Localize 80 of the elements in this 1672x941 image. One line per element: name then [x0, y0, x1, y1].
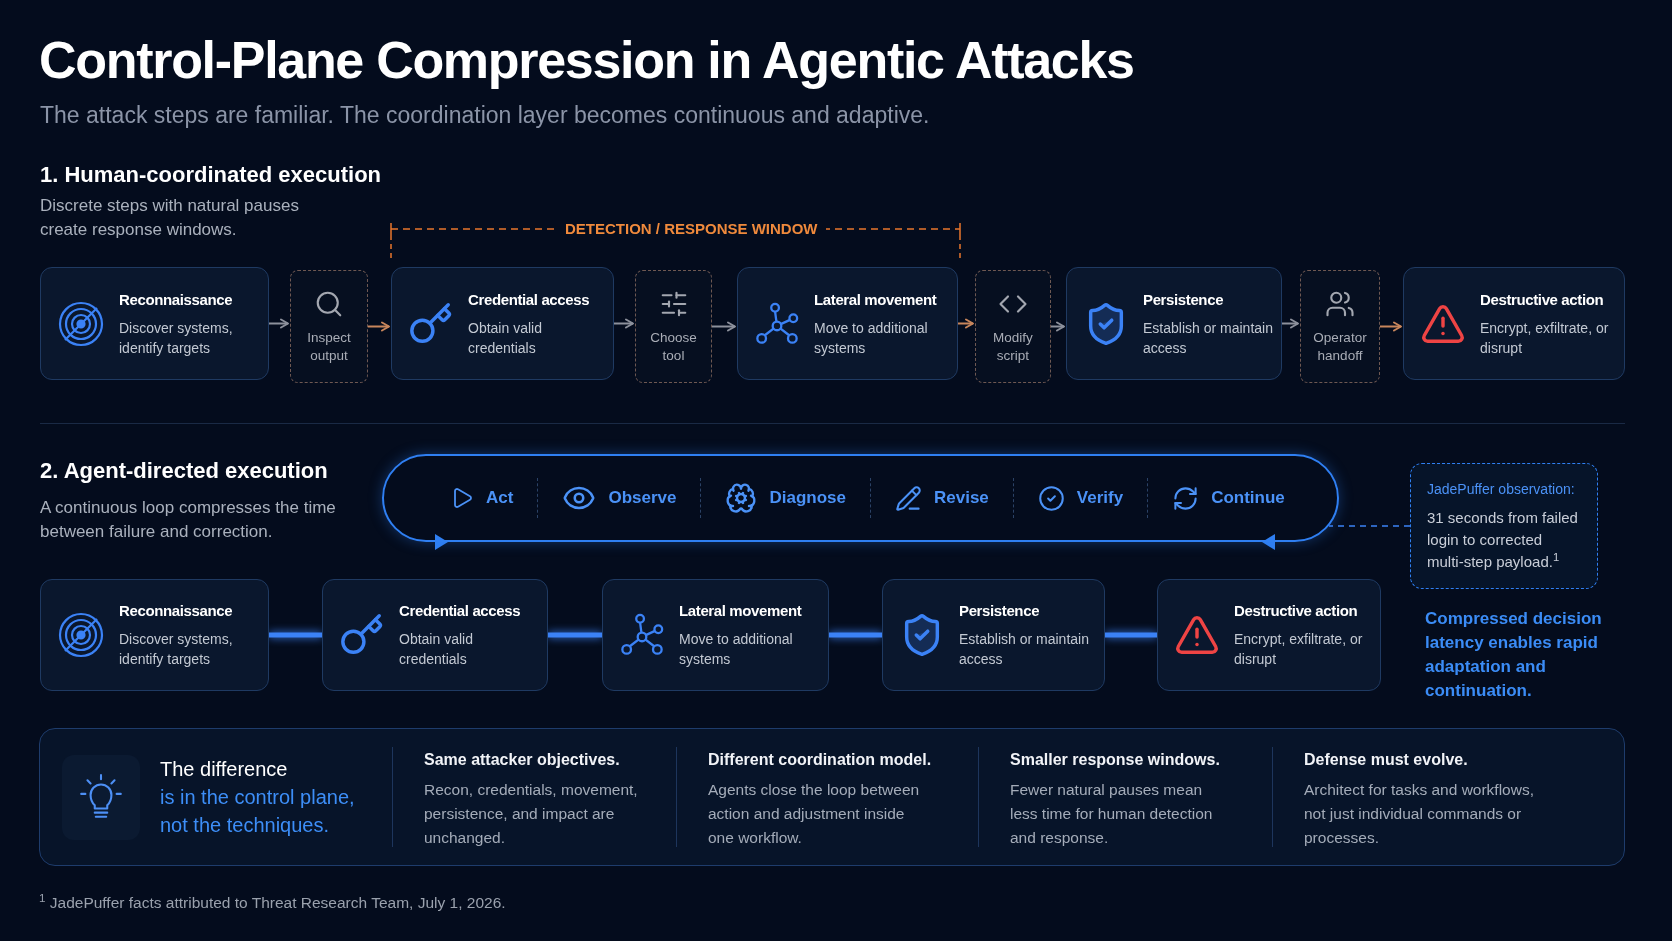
pause-step-box	[290, 270, 368, 383]
step-description: Encrypt, exfiltrate, or disrupt	[1480, 318, 1610, 358]
section-heading: 2. Agent-directed execution	[40, 457, 328, 485]
step-title: Credential access	[468, 289, 591, 310]
footnote: $^{1}$ JadePuffer facts attributed to Threat Research Team, July 1, 2026.	[39, 892, 506, 913]
step-card	[737, 267, 958, 380]
step-label: Choose tool	[649, 328, 698, 365]
step-title: Persistence	[959, 601, 1041, 621]
step-label: Diagnose	[769, 487, 846, 509]
column-heading: Different coordination model.	[708, 750, 933, 770]
step-label: Inspect output	[306, 328, 352, 365]
callout-heading: JadePuffer observation:	[1427, 480, 1576, 499]
step-description: Obtain valid credentials	[468, 318, 543, 358]
step-description: Establish or maintain access	[1143, 318, 1273, 358]
column-text: Fewer natural pauses mean less time for human detection and response.	[1010, 781, 1213, 846]
arrow	[268, 318, 289, 329]
step-description: Establish or maintain access	[959, 630, 1090, 669]
column-heading: Smaller response windows.	[1010, 750, 1221, 770]
column-text: Architect for tasks and workflows, not just individual commands or processes.	[1304, 781, 1534, 846]
observation-callout	[1410, 463, 1598, 589]
step-card	[1157, 579, 1381, 691]
step-card	[1066, 267, 1282, 380]
column-text: Recon, credentials, movement, persistence, and impact are unchanged.	[424, 781, 638, 846]
arrow	[1281, 318, 1299, 329]
step-title: Destructive action	[1234, 601, 1359, 621]
step-card	[40, 267, 269, 380]
arrow	[711, 321, 736, 332]
section-description: A continuous loop compresses the time between failure and correction.	[40, 497, 337, 543]
arrow	[1050, 321, 1065, 332]
step-label: Continue	[1211, 487, 1285, 509]
step-label: Revise	[934, 487, 989, 509]
column-heading: Same attacker objectives.	[424, 750, 621, 770]
arrow	[1379, 321, 1402, 332]
arrow	[613, 318, 634, 329]
step-title: Reconnaissance	[119, 289, 234, 310]
step-title: Credential access	[399, 601, 522, 621]
step-label: Act	[486, 487, 514, 509]
panel-heading: The difference	[160, 757, 289, 782]
note-text: Compressed decision latency enables rapid adaptation and continuation.	[1425, 608, 1603, 702]
step-description: Move to additional systems	[679, 630, 794, 669]
panel-highlight: is in the control plane, not the techniques.	[160, 785, 356, 838]
summary-panel	[39, 728, 1625, 866]
step-card	[391, 267, 614, 380]
step-description: Discover systems, identify targets	[119, 318, 234, 358]
step-title: Lateral movement	[679, 601, 803, 621]
title: Control-Plane Compression in Agentic Attacks	[39, 30, 1134, 90]
column-heading: Defense must evolve.	[1304, 750, 1469, 770]
step-card	[40, 579, 269, 691]
step-description: Obtain valid credentials	[399, 630, 474, 669]
callout-text: 31 seconds from failed login to corrected multi-step payload.$^{1}$	[1427, 508, 1579, 572]
step-label: Operator handoff	[1312, 328, 1368, 365]
loop-band	[382, 454, 1339, 542]
step-description: Move to additional systems	[814, 318, 929, 358]
step-label: Modify script	[992, 328, 1034, 365]
step-label: Verify	[1076, 487, 1124, 509]
step-card	[1403, 267, 1625, 380]
step-card	[322, 579, 548, 691]
connector-line	[829, 632, 882, 638]
dashed-connector	[1328, 525, 1411, 527]
step-title: Reconnaissance	[119, 601, 234, 621]
step-title: Persistence	[1143, 289, 1225, 310]
step-description: Encrypt, exfiltrate, or disrupt	[1234, 630, 1364, 669]
section-description: Discrete steps with natural pauses create response windows.	[40, 195, 300, 241]
column-text: Agents close the loop between action and adjustment inside one workflow.	[708, 781, 920, 846]
step-description: Discover systems, identify targets	[119, 630, 234, 669]
pause-step-box	[1300, 270, 1380, 383]
step-title: Destructive action	[1480, 289, 1605, 310]
step-title: Lateral movement	[814, 289, 938, 310]
connector-line	[548, 632, 602, 638]
step-card	[602, 579, 829, 691]
section-heading: 1. Human-coordinated execution	[40, 161, 382, 189]
connector-line	[269, 632, 322, 638]
subtitle: The attack steps are familiar. The coordination layer becomes continuous and adaptive.	[40, 101, 930, 130]
connector-line	[1105, 632, 1157, 638]
step-label: Observe	[608, 487, 677, 509]
pause-step-box	[975, 270, 1051, 383]
arrow	[367, 321, 390, 332]
arrow	[957, 318, 974, 329]
pause-step-box	[635, 270, 712, 383]
step-card	[882, 579, 1105, 691]
